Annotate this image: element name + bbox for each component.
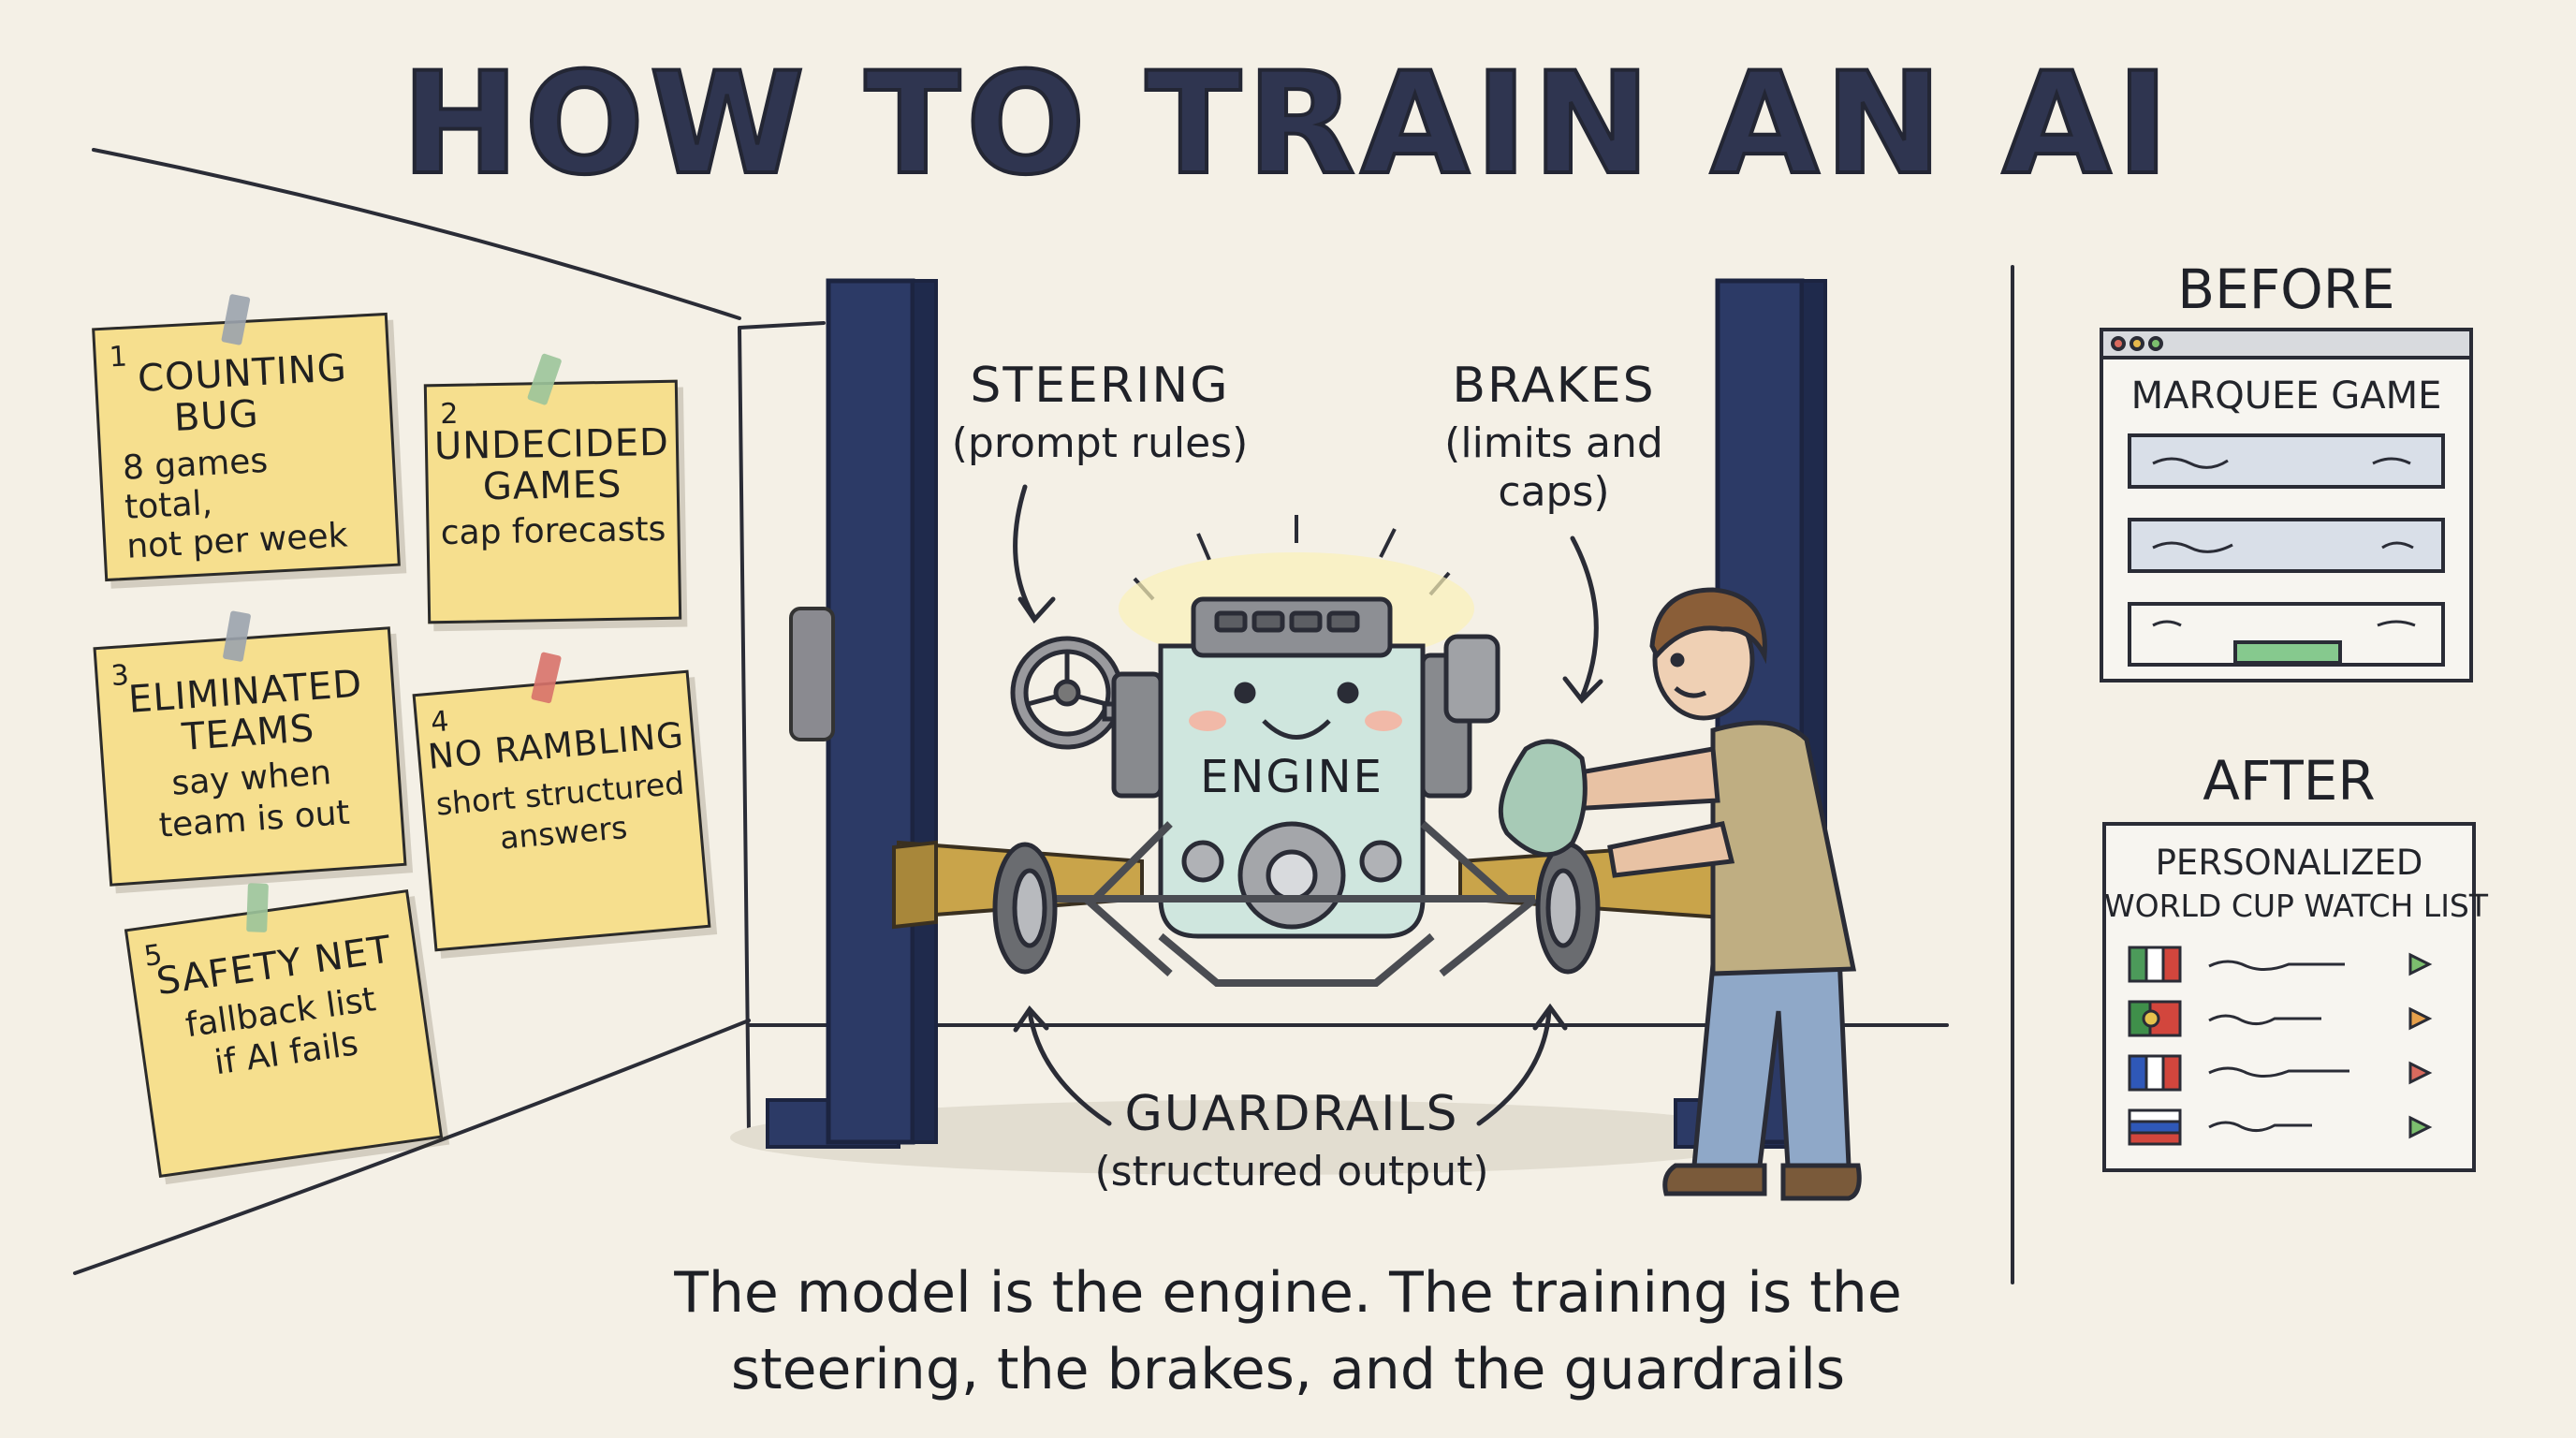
russia-flag-icon [2128,1108,2182,1146]
chassis-frame [1048,821,1538,987]
caption-line: steering, the brakes, and the guardrails [730,1337,1846,1402]
steering-label: STEERING [970,358,1230,414]
floor-shadow [730,1100,1778,1175]
after-heading: WORLD CUP WATCH LIST [2104,888,2489,924]
guardrails-sublabel: (structured output) [1094,1148,1489,1196]
engine-icon [1111,515,1500,939]
note-number: 4 [429,705,450,740]
before-browser-window [2100,328,2473,682]
note-body: cap forecasts [440,509,666,553]
after-heading: PERSONALIZED [2155,843,2423,883]
portugal-flag-icon [2128,1000,2182,1037]
sticky-note-safety-net: 5 SAFETY NET fallback list if AI fails [124,883,444,1178]
front-right-wheel [1535,842,1601,975]
left-lift-post [766,278,938,1149]
page-title: HOW TO TRAIN AN AI [400,41,2174,208]
brakes-sublabel: (limits and [1444,419,1663,467]
italy-flag-icon [2128,946,2182,983]
guardrails-label: GUARDRAILS [1124,1086,1459,1142]
diagram-arrows [1013,484,1603,1126]
note-heading: BUG [172,392,260,440]
front-left-wheel [992,842,1058,975]
brakes-label: BRAKES [1452,358,1656,414]
caption-line: The model is the engine. The training is… [674,1260,1902,1326]
before-heading: MARQUEE GAME [2130,374,2442,418]
steering-sublabel: (prompt rules) [951,419,1249,467]
sticky-note-undecided-games: 2 UNDECIDED GAMES cap forecasts [423,352,682,624]
watch-list-scribbles [2208,960,2349,1132]
before-title: BEFORE [2177,257,2395,321]
sticky-note-eliminated-teams: 3 ELIMINATED TEAMS say when team is out [93,610,407,887]
garage-wall-lines [73,148,2014,1284]
note-heading: GAMES [482,462,622,509]
sticky-note-no-rambling: 4 NO RAMBLING short structured answers [412,652,711,952]
note-tape [246,883,269,932]
after-title: AFTER [2203,749,2376,813]
engine-label: ENGINE [1200,751,1383,803]
france-flag-icon [2128,1054,2182,1092]
note-heading: UNDECIDED [433,420,670,469]
sticky-note-counting-bug: 1 COUNTING BUG 8 games total, not per we… [92,293,401,582]
play-icon [2408,952,2433,1139]
brakes-sublabel: caps) [1498,468,1610,516]
person-icon [1498,587,1862,1201]
